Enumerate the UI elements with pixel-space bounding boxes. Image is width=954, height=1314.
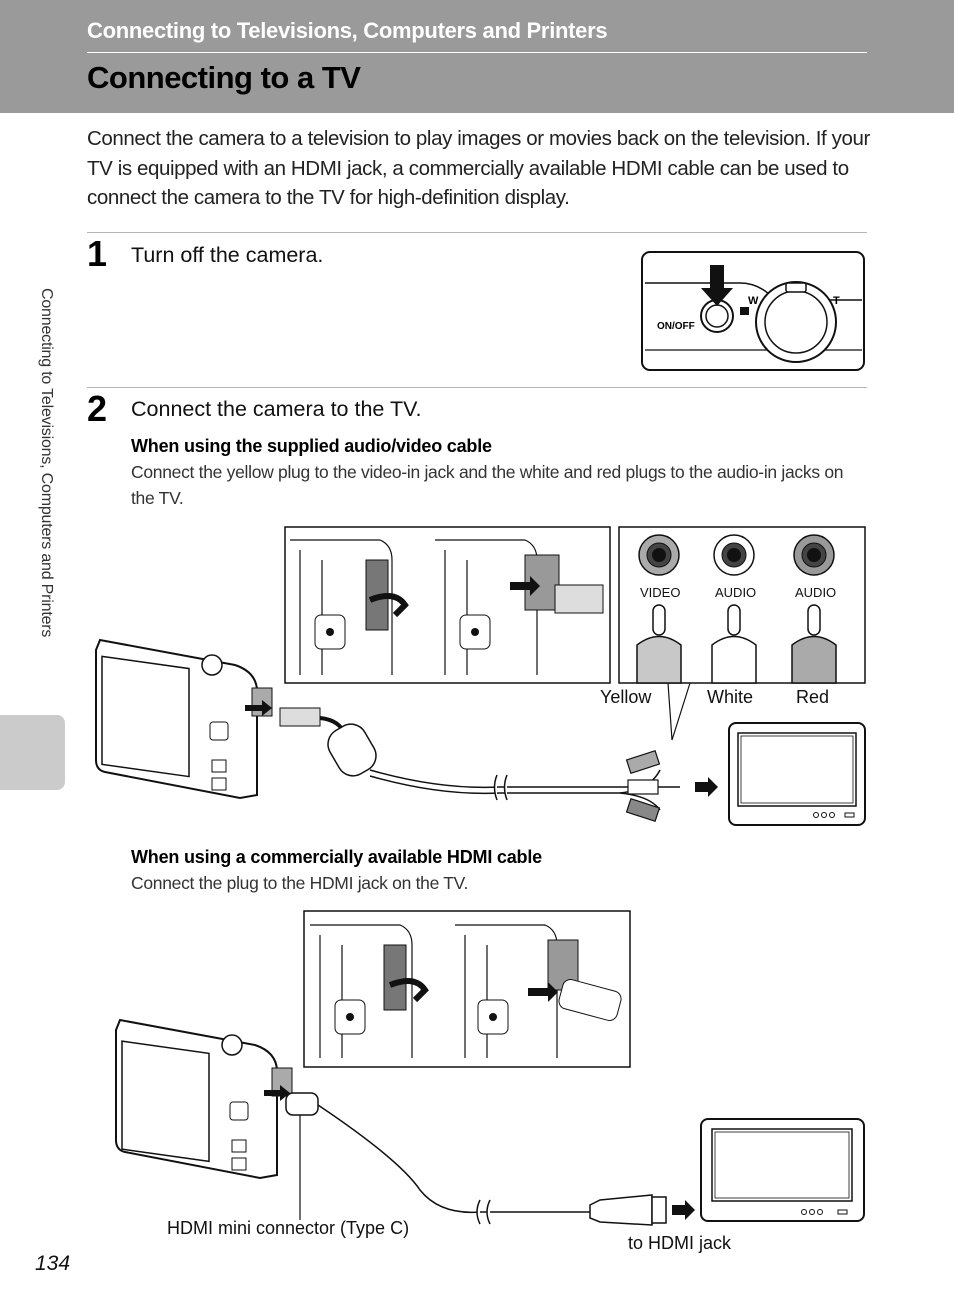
arrow-right-icon bbox=[672, 1200, 695, 1220]
av-cable-text: Connect the yellow plug to the video-in … bbox=[131, 462, 844, 508]
video-jack-label: VIDEO bbox=[640, 585, 681, 600]
intro-paragraph: Connect the camera to a television to pl… bbox=[87, 127, 870, 209]
on-off-label: ON/OFF bbox=[657, 321, 695, 332]
step-1-number: 1 bbox=[87, 233, 108, 274]
hdmi-cable-text: Connect the plug to the HDMI jack on the… bbox=[131, 873, 469, 893]
tv-illustration bbox=[728, 722, 866, 826]
step-2-text: Connect the camera to the TV. bbox=[131, 397, 422, 421]
red-plug-label: Red bbox=[796, 687, 830, 707]
audio-jack-label: AUDIO bbox=[715, 585, 757, 600]
step-2-number: 2 bbox=[87, 388, 108, 429]
camera-av-illustration bbox=[95, 638, 718, 823]
camera-hdmi-illustration bbox=[115, 1018, 695, 1226]
av-port-detail bbox=[284, 526, 611, 684]
zoom-wide-label: W bbox=[748, 295, 759, 307]
page-title: Connecting to a TV bbox=[87, 60, 361, 95]
av-cable-heading: When using the supplied audio/video cabl… bbox=[131, 436, 492, 456]
press-down-arrow-icon bbox=[701, 265, 733, 306]
zoom-tele-label: T bbox=[833, 295, 840, 307]
camera-top-illustration bbox=[641, 251, 865, 371]
white-plug-label: White bbox=[707, 687, 754, 707]
yellow-plug-label: Yellow bbox=[600, 687, 652, 707]
hdmi-port-detail bbox=[303, 910, 631, 1068]
audio-jack-label: AUDIO bbox=[795, 585, 837, 600]
tv-jacks-detail bbox=[618, 526, 866, 684]
hdmi-connector-label: HDMI mini connector (Type C) bbox=[167, 1218, 410, 1238]
section-title: Connecting to Televisions, Computers and… bbox=[87, 18, 608, 43]
arrow-right-icon bbox=[695, 777, 718, 797]
divider bbox=[87, 232, 867, 233]
header-divider bbox=[87, 52, 867, 53]
step-1-text: Turn off the camera. bbox=[131, 243, 324, 267]
tv-illustration bbox=[700, 1118, 865, 1222]
chapter-header: Connecting to Televisions, Computers and… bbox=[0, 0, 954, 113]
page-number: 134 bbox=[35, 1252, 71, 1275]
divider bbox=[87, 387, 867, 388]
hdmi-jack-label: to HDMI jack bbox=[628, 1233, 732, 1253]
side-tab-label: Connecting to Televisions, Computers and… bbox=[38, 288, 55, 638]
side-tab-marker[interactable] bbox=[0, 715, 65, 790]
hdmi-cable-heading: When using a commercially available HDMI… bbox=[131, 847, 542, 867]
